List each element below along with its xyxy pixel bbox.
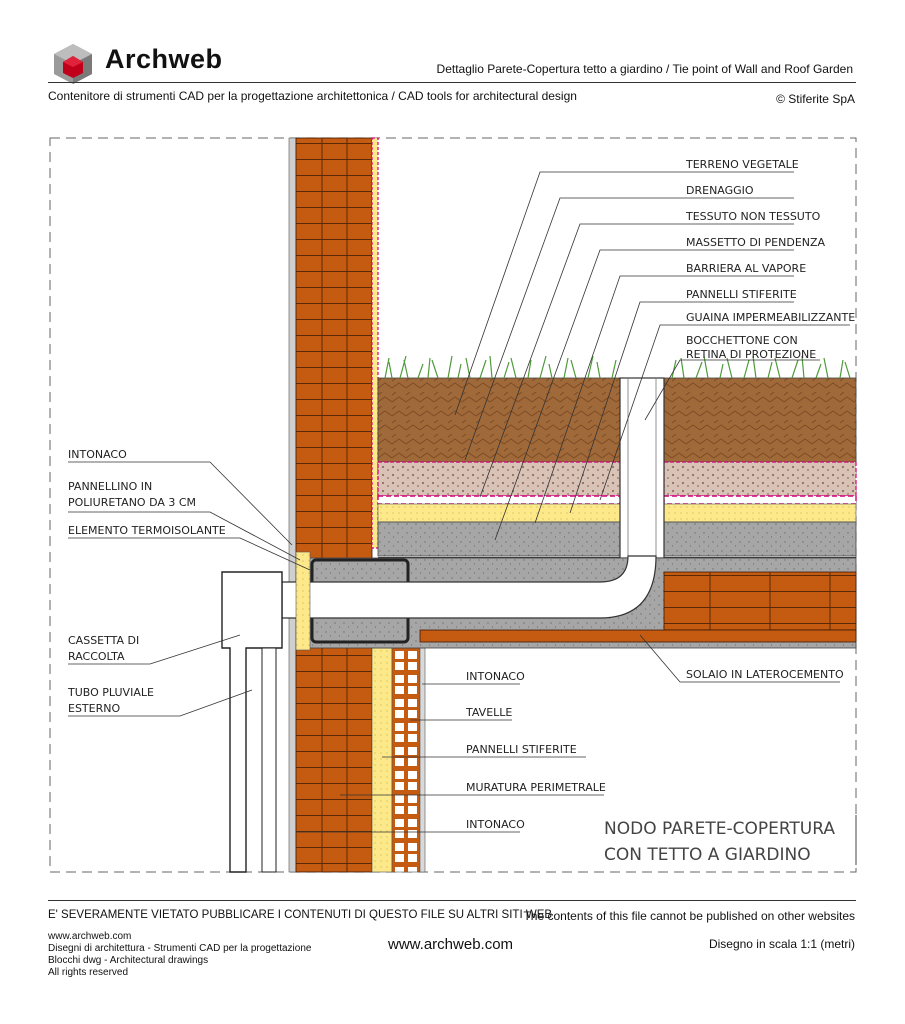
label-bocchettone-line2: RETINA DI PROTEZIONE <box>686 348 816 361</box>
label-tavelle: TAVELLE <box>465 706 512 719</box>
label-pannellino-line1: PANNELLINO IN <box>68 480 152 493</box>
label-pannelli-stiferite-lower: PANNELLI STIFERITE <box>466 743 577 756</box>
label-tubo-line2: ESTERNO <box>68 702 120 715</box>
footer-small-line: www.archweb.com <box>48 931 132 942</box>
label-tubo-line1: TUBO PLUVIALE <box>67 686 154 699</box>
label-terreno-vegetale: TERRENO VEGETALE <box>685 158 799 171</box>
archweb-logo-icon <box>54 44 92 84</box>
drawing-title-line1: NODO PARETE-COPERTURA <box>604 819 835 839</box>
label-tessuto-non-tessuto: TESSUTO NON TESSUTO <box>685 210 821 223</box>
drawing-title-line2: CON TETTO A GIARDINO <box>604 845 811 865</box>
label-guaina-impermeabilizzante: GUAINA IMPERMEABILIZZANTE <box>686 311 855 324</box>
label-solaio-laterocemento: SOLAIO IN LATEROCEMENTO <box>686 668 844 681</box>
header-subtitle: Contenitore di strumenti CAD per la prog… <box>48 89 577 103</box>
label-intonaco-top: INTONACO <box>68 448 127 461</box>
label-elemento-termoisolante: ELEMENTO TERMOISOLANTE <box>68 524 226 537</box>
label-muratura-perimetrale: MURATURA PERIMETRALE <box>466 781 606 794</box>
label-drenaggio: DRENAGGIO <box>686 184 754 197</box>
footer-warning-english: The contents of this file cannot be publ… <box>523 909 855 923</box>
footer-small-line: All rights reserved <box>48 967 129 978</box>
label-pannellino-line2: POLIURETANO DA 3 CM <box>68 496 196 509</box>
footer-small-line: Blocchi dwg - Architectural drawings <box>48 955 209 966</box>
copyright: © Stiferite SpA <box>776 92 855 106</box>
drawing-header-title: Dettaglio Parete-Copertura tetto a giard… <box>436 62 853 76</box>
footer-scale: Disegno in scala 1:1 (metri) <box>708 937 855 951</box>
label-cassetta-line2: RACCOLTA <box>68 650 125 663</box>
label-intonaco-lower-a: INTONACO <box>466 670 525 683</box>
footer-warning-italian: E' SEVERAMENTE VIETATO PUBBLICARE I CONT… <box>48 909 553 921</box>
label-pannelli-stiferite: PANNELLI STIFERITE <box>686 288 797 301</box>
label-massetto-di-pendenza: MASSETTO DI PENDENZA <box>686 236 826 249</box>
header-rule <box>48 82 856 83</box>
footer-url: www.archweb.com <box>388 936 514 953</box>
label-intonaco-lower-b: INTONACO <box>466 818 525 831</box>
label-cassetta-line1: CASSETTA DI <box>68 634 139 647</box>
brand-name: Archweb <box>105 44 223 74</box>
label-bocchettone-line1: BOCCHETTONE CON <box>686 334 798 347</box>
footer-rule <box>48 900 856 901</box>
label-barriera-al-vapore: BARRIERA AL VAPORE <box>686 262 806 275</box>
footer-small-line: Disegni di architettura - Strumenti CAD … <box>48 943 312 954</box>
